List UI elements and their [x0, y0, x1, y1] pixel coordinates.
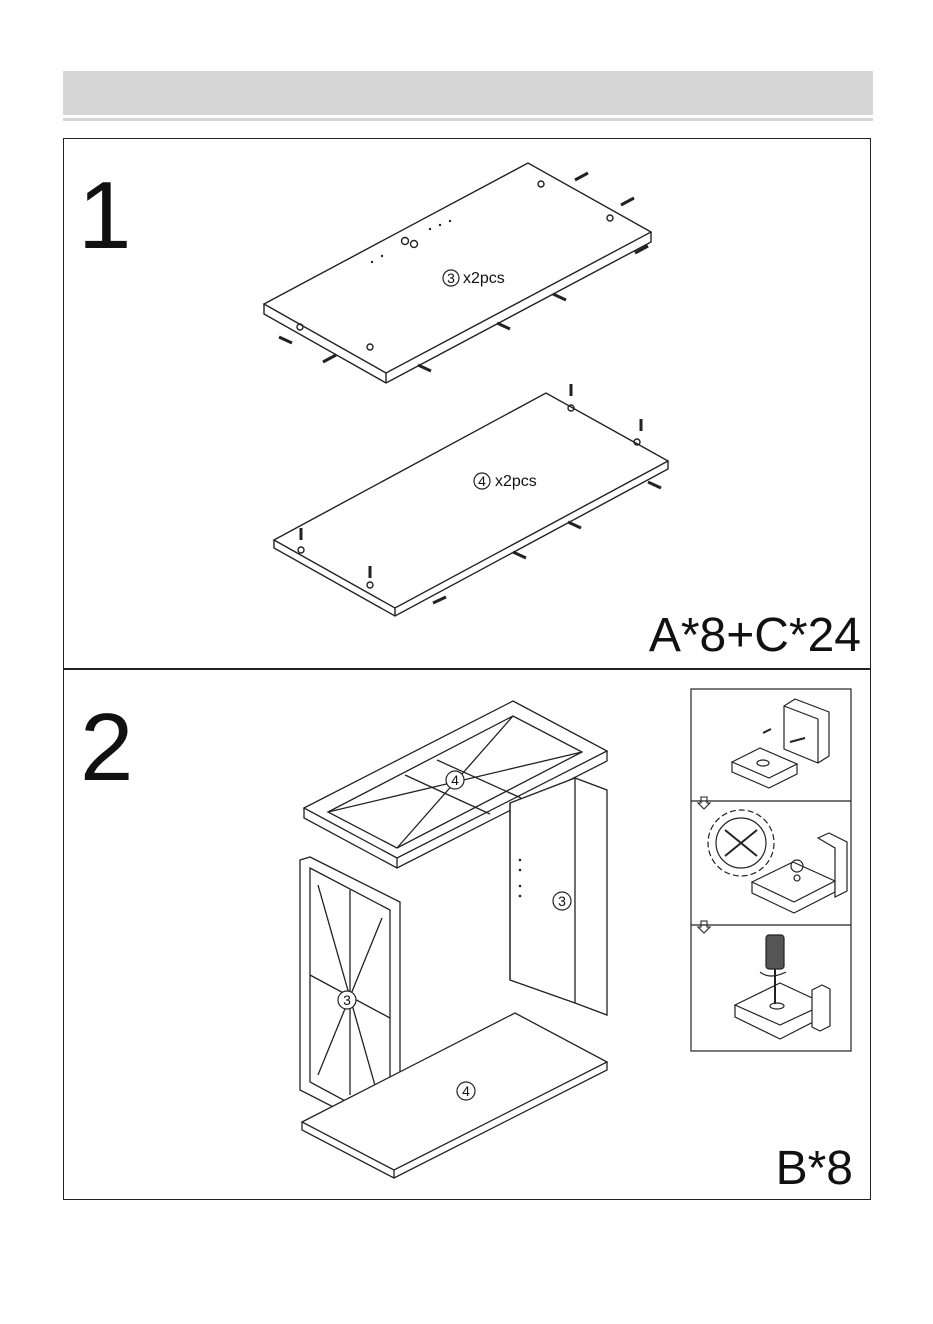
bottom-part-label: 4	[462, 1083, 470, 1099]
top-part-label: 4	[451, 772, 459, 788]
right-part-label: 3	[558, 893, 566, 909]
left-part-label: 3	[343, 992, 351, 1008]
step-2-hardware: B*8	[776, 1145, 853, 1193]
